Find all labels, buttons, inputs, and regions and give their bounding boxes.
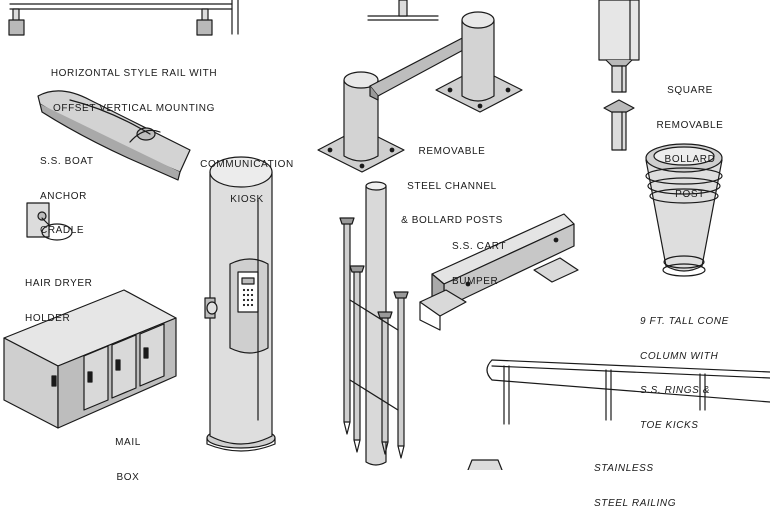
label-line: COLUMN WITH [640,350,719,362]
label-line: S.S. RINGS & [640,385,710,396]
label-square-bollard: SQUARE REMOVABLE BOLLARD POST [653,62,727,212]
label-line: 9 FT. TALL CONE [640,316,729,327]
label-line: SQUARE [667,85,713,96]
label-line: TOE KICKS [640,419,699,431]
label-boat-anchor: S.S. BOAT ANCHOR CRADLE [40,133,94,248]
removable-channel-drawing [317,11,523,173]
label-line: POST [675,188,705,200]
label-line: BOX [116,471,140,483]
label-line: KIOSK [230,193,264,205]
label-communication-kiosk: COMMUNICATION KIOSK [198,136,296,217]
cone-column-drawing [645,143,723,277]
square-bollard-drawing [598,0,640,151]
post-top-stub-drawing [367,0,439,21]
label-cone-column: 9 FT. TALL CONE COLUMN WITH S.S. RINGS &… [640,293,729,443]
label-line: REMOVABLE [418,146,486,157]
label-line: CRADLE [40,225,85,236]
label-line: BUMPER [452,275,499,287]
label-line: STEEL CHANNEL [407,180,497,192]
hair-dryer-holder-drawing [26,202,73,241]
label-mail-box: MAIL BOX [108,414,148,495]
label-cart-bumper: S.S. CART BUMPER [452,218,506,299]
cart-bumper-drawing [419,213,579,331]
label-line: S.S. CART [452,241,507,252]
label-line: BOLLARD [664,154,716,165]
label-removable-channel: REMOVABLE STEEL CHANNEL & BOLLARD POSTS [400,123,504,238]
label-line: HOLDER [25,312,71,324]
label-line: S.S. BOAT [40,156,94,167]
communication-kiosk-drawing [204,156,276,452]
label-hair-dryer: HAIR DRYER HOLDER [25,255,93,336]
pole-group-drawing [339,181,409,466]
label-line: HAIR DRYER [25,278,93,289]
label-stainless-railing: STAINLESS STEEL RAILING [594,440,676,521]
label-line: REMOVABLE [656,119,724,131]
mail-box-drawing [3,289,177,429]
product-illustrations [3,0,770,470]
stainless-railing-drawing [467,359,770,470]
label-line: HORIZONTAL STYLE RAIL WITH [50,68,218,79]
horizontal-rail-drawing [8,0,239,36]
label-line: MAIL [115,437,141,448]
label-line: COMMUNICATION [200,159,294,170]
boat-anchor-cradle-drawing [37,90,191,181]
label-line: STEEL RAILING [594,497,677,509]
label-horizontal-rail: HORIZONTAL STYLE RAIL WITH OFFSET VERTIC… [44,45,224,126]
label-line: & BOLLARD POSTS [401,215,503,226]
label-line: STAINLESS [594,463,654,474]
label-line: ANCHOR [40,190,87,202]
label-line: OFFSET VERTICAL MOUNTING [52,102,215,114]
